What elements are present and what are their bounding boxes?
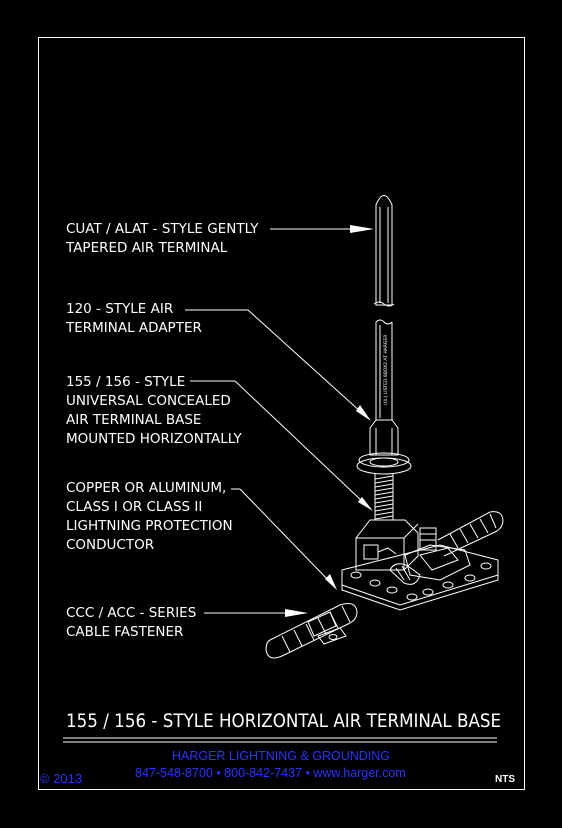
adapter-marking: (UL) LISTED 8BOX2 AT HARGER [383, 335, 389, 405]
base-block [355, 519, 419, 571]
label-line: COPPER OR ALUMINUM, [66, 480, 227, 496]
thread-line [374, 507, 394, 512]
air-terminal [373, 195, 395, 307]
label-line: CCC / ACC - SERIES [66, 605, 197, 621]
conductor-cable-right [437, 511, 504, 557]
label-conductor: COPPER OR ALUMINUM, CLASS I OR CLASS II … [66, 479, 233, 555]
sheet-border [38, 37, 525, 790]
label-line: LIGHTNING PROTECTION [66, 518, 233, 534]
company-contact: 847-548-8700 • 800-842-7437 • www.harger… [135, 766, 406, 780]
label-line: CABLE FASTENER [66, 624, 184, 640]
thread-line [374, 495, 394, 500]
copyright: © 2013 [40, 771, 83, 786]
drawing-title: 155 / 156 - STYLE HORIZONTAL AIR TERMINA… [66, 710, 502, 732]
thread-line [374, 479, 394, 484]
thread-line [374, 475, 394, 480]
thread-line [374, 515, 394, 520]
label-line: TERMINAL ADAPTER [66, 320, 202, 336]
label-line: MOUNTED HORIZONTALLY [66, 431, 242, 447]
cable-fastener [265, 603, 358, 659]
label-line: AIR TERMINAL BASE [66, 412, 202, 428]
label-line: 155 / 156 - STYLE [66, 374, 186, 390]
leader-arrowheads [285, 225, 374, 617]
conductor-clamp [404, 527, 471, 581]
thread-line [374, 503, 394, 508]
air-terminal-lower [375, 319, 393, 420]
label-adapter: 120 - STYLE AIR TERMINAL ADAPTER [66, 300, 202, 338]
conductor-cable-left [389, 563, 421, 585]
label-base: 155 / 156 - STYLE UNIVERSAL CONCEALED AI… [66, 373, 242, 449]
label-air-terminal: CUAT / ALAT - STYLE GENTLY TAPERED AIR T… [66, 220, 259, 258]
company-name: HARGER LIGHTNING & GROUNDING [171, 749, 391, 763]
label-fastener: CCC / ACC - SERIES CABLE FASTENER [66, 604, 196, 642]
label-line: CONDUCTOR [66, 537, 155, 553]
label-line: UNIVERSAL CONCEALED [66, 393, 231, 409]
thread-line [374, 491, 394, 496]
scale-note: NTS [495, 774, 515, 785]
leader-lines [185, 228, 365, 614]
label-line: CUAT / ALAT - STYLE GENTLY [66, 221, 259, 237]
base-plate [341, 544, 499, 611]
thread-line [374, 499, 394, 504]
label-line: CLASS I OR CLASS II [66, 499, 203, 515]
thread-line [374, 487, 394, 492]
label-line: TAPERED AIR TERMINAL [66, 240, 228, 256]
terminal-adapter [356, 419, 412, 475]
threaded-stud [374, 474, 394, 520]
thread-line [374, 483, 394, 488]
thread-line [374, 511, 394, 516]
label-line: 120 - STYLE AIR [66, 301, 174, 317]
